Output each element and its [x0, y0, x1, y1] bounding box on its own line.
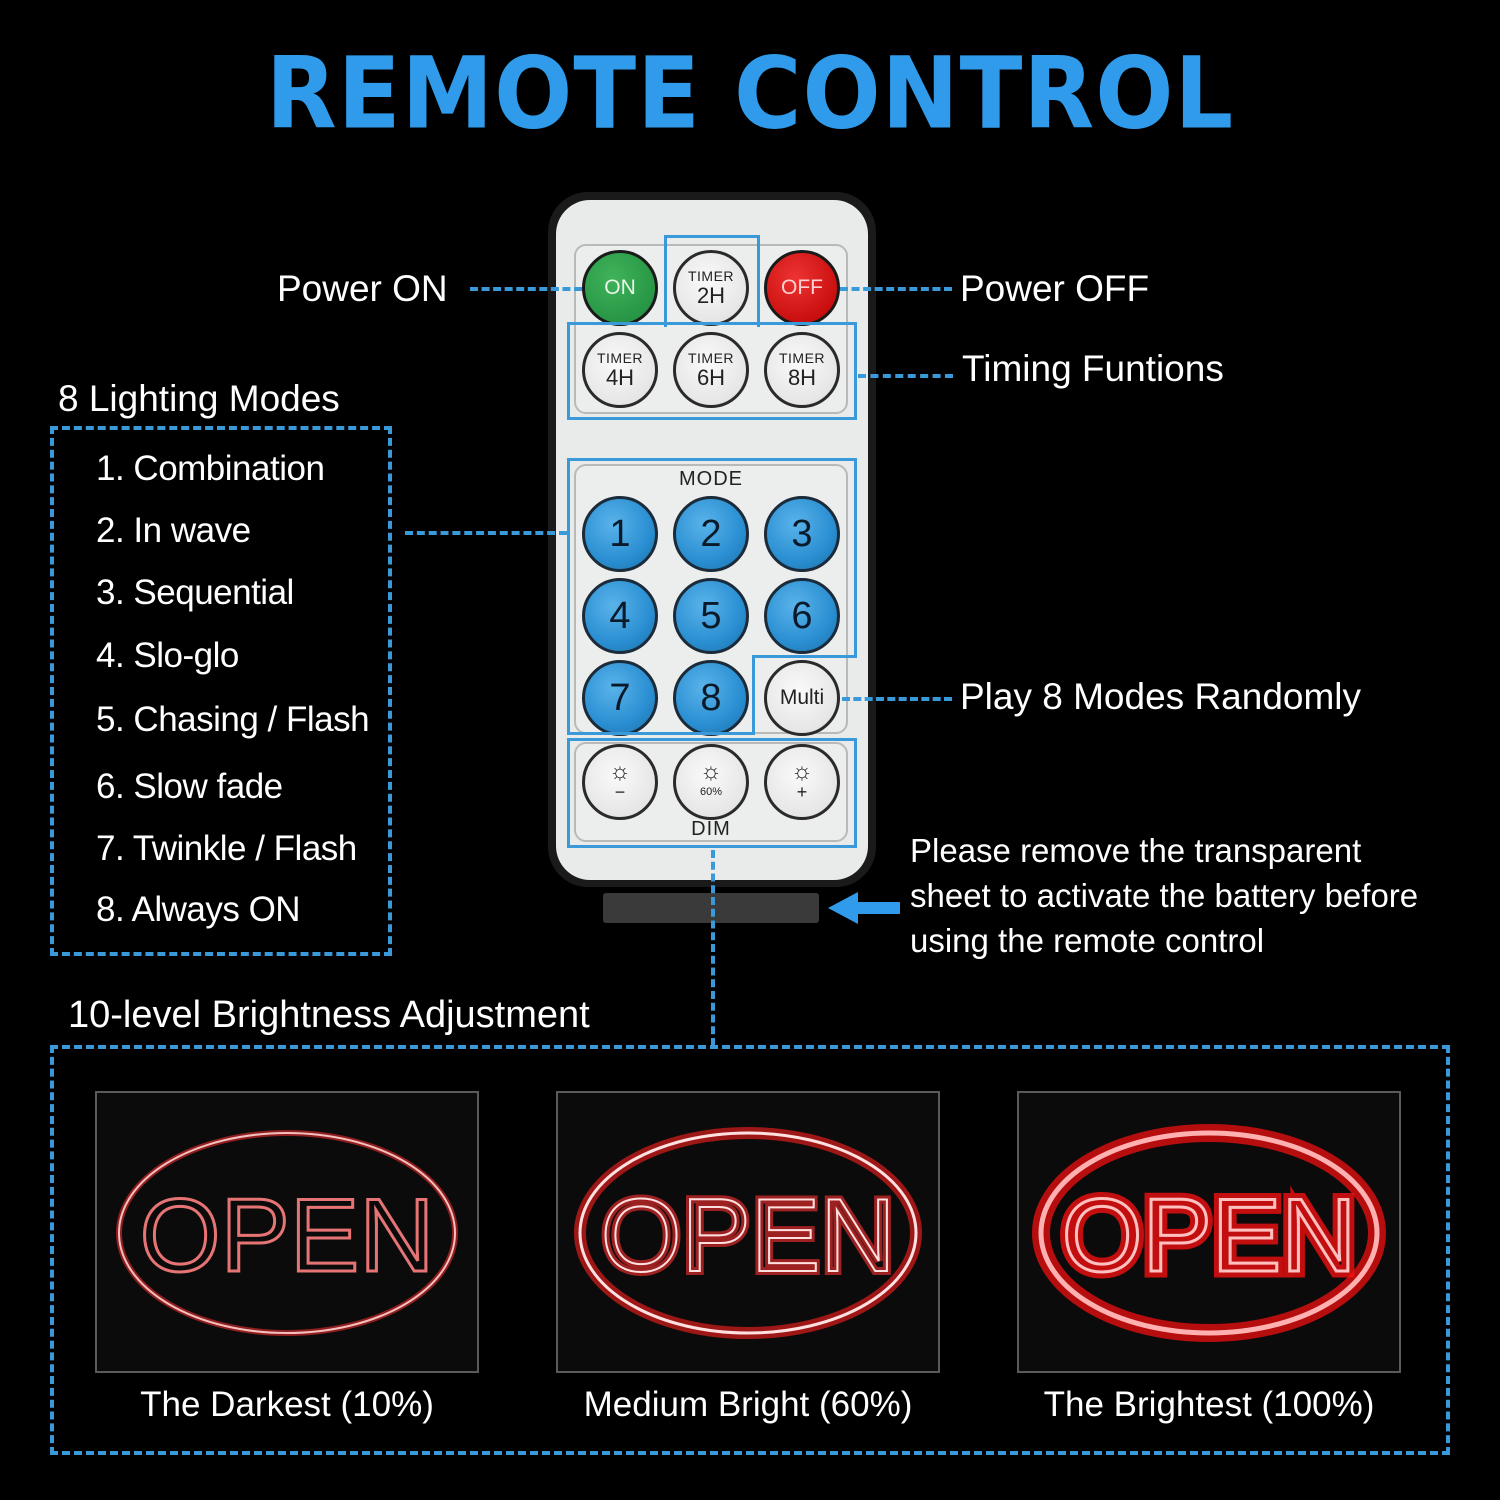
arrow-left-icon — [828, 892, 900, 924]
timer-value: 2H — [696, 282, 726, 308]
open-sign-text: OPEN — [1062, 1178, 1357, 1294]
timer-word: TIMER — [687, 349, 735, 366]
mode-6-button[interactable]: 6 — [764, 578, 840, 654]
mode-number: 4 — [609, 594, 631, 637]
dim-minus-button[interactable]: ☼ − — [582, 744, 658, 820]
dim-plus-button[interactable]: ☼ + — [764, 744, 840, 820]
power-off-button[interactable]: OFF — [764, 250, 840, 326]
power-on-label: ON — [604, 276, 636, 299]
mode-5-button[interactable]: 5 — [673, 578, 749, 654]
dim-panel-label: DIM — [691, 818, 731, 840]
mode-number: 5 — [700, 594, 722, 637]
mode-number: 7 — [609, 676, 631, 719]
dim-60-label: 60% — [699, 786, 723, 798]
battery-note-line: using the remote control — [910, 922, 1265, 959]
dim-60-button[interactable]: ☼ 60% — [673, 744, 749, 820]
timer-2h-highlight — [664, 235, 760, 327]
timer-value: 8H — [787, 364, 817, 390]
power-off-leader — [840, 287, 952, 291]
timer-4h-button[interactable]: TIMER 4H — [582, 332, 658, 408]
lighting-modes-leader — [405, 531, 567, 535]
power-on-callout: Power ON — [277, 268, 448, 309]
page-title: REMOTE CONTROL — [265, 35, 1235, 152]
timer-value: 4H — [605, 364, 635, 390]
sign-frame-darkest: OPEN — [95, 1091, 479, 1373]
lighting-mode-item: 3. Sequential — [96, 573, 294, 612]
timer-value: 6H — [696, 364, 726, 390]
mode-number: 2 — [700, 512, 722, 555]
battery-note-line: sheet to activate the battery before — [910, 877, 1419, 914]
lighting-modes-box — [50, 426, 392, 956]
timer-2h-button[interactable]: TIMER 2H — [673, 250, 749, 326]
multi-button[interactable]: Multi — [764, 660, 840, 736]
lighting-mode-item: 6. Slow fade — [96, 767, 283, 806]
open-sign-text: OPEN — [601, 1178, 896, 1294]
mode-group-highlight-lower — [567, 655, 755, 735]
power-off-callout: Power OFF — [960, 268, 1150, 309]
brightness-caption-brightest: The Brightest (100%) — [1043, 1385, 1375, 1424]
mode-7-button[interactable]: 7 — [582, 660, 658, 736]
timing-leader — [858, 374, 953, 378]
multi-callout: Play 8 Modes Randomly — [960, 676, 1362, 717]
sun-icon: ☼ — [700, 758, 722, 785]
mode-number: 3 — [791, 512, 813, 555]
open-sign-text: OPEN — [1062, 1178, 1357, 1294]
open-sign-brightest: OPEN OPEN — [1032, 1124, 1386, 1342]
timer-8h-button[interactable]: TIMER 8H — [764, 332, 840, 408]
timer-group-highlight — [567, 322, 857, 420]
power-on-leader — [470, 287, 582, 291]
dim-leader — [711, 850, 715, 1046]
timing-callout: Timing Funtions — [962, 348, 1224, 389]
power-on-button[interactable]: ON — [582, 250, 658, 326]
mode-number: 1 — [609, 512, 631, 555]
timer-6h-button[interactable]: TIMER 6H — [673, 332, 749, 408]
timer-word: TIMER — [596, 349, 644, 366]
timer-word: TIMER — [778, 349, 826, 366]
open-sign-medium: OPEN OPEN — [574, 1127, 922, 1339]
mode-3-button[interactable]: 3 — [764, 496, 840, 572]
mode-number: 6 — [791, 594, 813, 637]
mode-number: 8 — [700, 676, 722, 719]
lighting-mode-item: 7. Twinkle / Flash — [96, 829, 357, 868]
mode-4-button[interactable]: 4 — [582, 578, 658, 654]
lighting-mode-item: 1. Combination — [96, 449, 325, 488]
open-sign-darkest: OPEN — [116, 1130, 458, 1336]
multi-leader — [842, 697, 952, 701]
sun-icon: ☼ — [791, 758, 813, 785]
sign-frame-medium: OPEN OPEN — [556, 1091, 940, 1373]
dim-group-highlight — [567, 738, 857, 848]
open-sign-text: OPEN — [601, 1178, 896, 1294]
mode-group-highlight — [567, 458, 857, 658]
sun-icon: ☼ — [609, 758, 631, 785]
lighting-mode-item: 4. Slo-glo — [96, 636, 239, 675]
brightness-heading: 10-level Brightness Adjustment — [68, 994, 590, 1036]
mode-group-highlight-step — [752, 655, 857, 658]
mode-1-button[interactable]: 1 — [582, 496, 658, 572]
dim-minus-label: − — [614, 782, 626, 802]
brightness-box — [50, 1045, 1450, 1455]
power-off-label: OFF — [781, 276, 823, 299]
dim-plus-label: + — [796, 782, 808, 802]
multi-label: Multi — [779, 686, 825, 709]
brightness-caption-medium: Medium Bright (60%) — [583, 1385, 913, 1424]
sign-frame-brightest: OPEN OPEN — [1017, 1091, 1401, 1373]
open-sign-text: OPEN — [140, 1178, 435, 1294]
mode-2-button[interactable]: 2 — [673, 496, 749, 572]
battery-note-line: Please remove the transparent — [910, 832, 1362, 869]
lighting-modes-heading: 8 Lighting Modes — [58, 378, 340, 419]
lighting-mode-item: 2. In wave — [96, 511, 251, 550]
brightness-caption-darkest: The Darkest (10%) — [140, 1385, 434, 1424]
mode-panel-label: MODE — [679, 468, 743, 490]
mode-8-button[interactable]: 8 — [673, 660, 749, 736]
lighting-mode-item: 5. Chasing / Flash — [96, 700, 370, 739]
timer-word: TIMER — [687, 267, 735, 284]
lighting-mode-item: 8. Always ON — [96, 890, 301, 929]
